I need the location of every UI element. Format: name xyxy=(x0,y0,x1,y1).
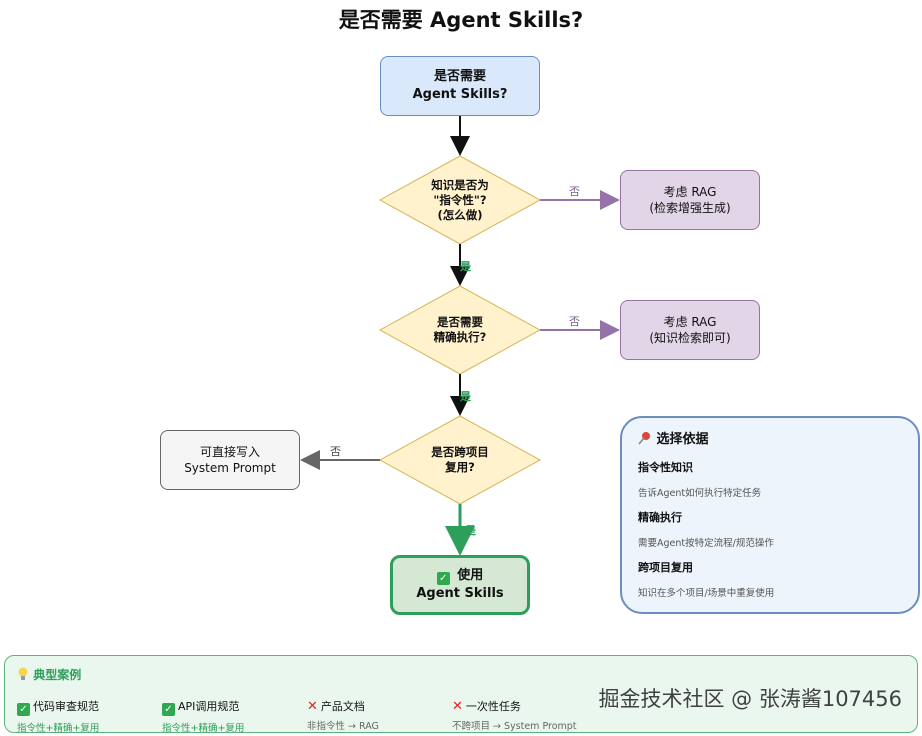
start-line1: 是否需要 xyxy=(433,69,486,84)
watermark: 掘金技术社区 @ 张涛酱107456 xyxy=(598,687,902,711)
decision-1-line3: (怎么做) xyxy=(437,207,483,222)
check-icon: ✓ xyxy=(162,703,175,716)
decision-3-line2: 复用? xyxy=(445,460,475,474)
start-node: 是否需要 Agent Skills? xyxy=(380,56,540,116)
check-icon: ✓ xyxy=(436,572,450,585)
rag-2-line1: 考虑 RAG xyxy=(663,315,717,329)
check-icon: ✓ xyxy=(17,703,30,716)
rag-node-2: 考虑 RAG (知识检索即可) xyxy=(620,300,760,360)
use-text: 使用 xyxy=(457,568,484,583)
typical-cases-title: 典型案例 xyxy=(17,666,81,683)
decision-1-label: 知识是否为 "指令性"? (怎么做) xyxy=(400,170,520,230)
pushpin-icon xyxy=(638,432,650,445)
case-label: 产品文档 xyxy=(320,700,365,713)
sys-line2: System Prompt xyxy=(184,461,276,475)
case-label: 代码审查规范 xyxy=(33,700,99,713)
use-line1: ✓ 使用 xyxy=(436,567,484,585)
cross-icon: ✕ xyxy=(307,699,318,714)
rag-node-1: 考虑 RAG (检索增强生成) xyxy=(620,170,760,230)
rag-1-line1: 考虑 RAG xyxy=(663,185,717,199)
case-sub: 指令性+精确+复用 xyxy=(17,723,100,734)
edge-label-yes-3: 是 xyxy=(465,524,476,537)
criteria-item-desc: 需要Agent按特定流程/规范操作 xyxy=(638,538,774,549)
decision-3-line1: 是否跨项目 xyxy=(431,445,489,459)
decision-2-label: 是否需要 精确执行? xyxy=(400,310,520,350)
rag-2-line2: (知识检索即可) xyxy=(649,331,731,345)
lightbulb-icon xyxy=(18,667,28,680)
system-prompt-node: 可直接写入 System Prompt xyxy=(160,430,300,490)
case-sub: 不跨项目 → System Prompt xyxy=(452,721,577,732)
edge-label-no-2: 否 xyxy=(569,315,580,328)
edge-label-no-1: 否 xyxy=(569,185,580,198)
case-label: API调用规范 xyxy=(178,700,240,713)
sys-line1: 可直接写入 xyxy=(199,445,260,459)
decision-3-label: 是否跨项目 复用? xyxy=(400,440,520,480)
criteria-item-title: 指令性知识 xyxy=(638,461,693,474)
criteria-item-title: 精确执行 xyxy=(638,511,682,524)
decision-1-line2: "指令性"? xyxy=(433,192,487,207)
criteria-item-desc: 知识在多个项目/场景中重复使用 xyxy=(638,588,775,599)
case-sub: 非指令性 → RAG xyxy=(307,721,379,732)
case-label: 一次性任务 xyxy=(465,700,521,713)
rag-1-line2: (检索增强生成) xyxy=(649,201,731,215)
criteria-item-title: 跨项目复用 xyxy=(638,561,693,574)
typical-cases-title-text: 典型案例 xyxy=(33,668,82,682)
decision-2-line2: 精确执行? xyxy=(433,330,487,344)
edge-label-yes-2: 是 xyxy=(460,390,471,403)
decision-1-line1: 知识是否为 xyxy=(431,177,489,192)
case-sub: 指令性+精确+复用 xyxy=(162,723,245,734)
criteria-item-desc: 告诉Agent如何执行特定任务 xyxy=(638,488,762,499)
case-item: ✕一次性任务 不跨项目 → System Prompt xyxy=(452,698,577,732)
edge-label-no-3: 否 xyxy=(330,445,341,458)
criteria-panel-title: 选择依据 xyxy=(638,428,902,447)
typical-cases-panel: 典型案例 ✓代码审查规范 指令性+精确+复用 ✓API调用规范 指令性+精确+复… xyxy=(4,655,918,734)
start-line2: Agent Skills? xyxy=(412,87,508,102)
case-item: ✓代码审查规范 指令性+精确+复用 xyxy=(17,698,99,734)
use-line2: Agent Skills xyxy=(416,586,504,601)
decision-2-line1: 是否需要 xyxy=(437,315,483,329)
criteria-title-text: 选择依据 xyxy=(656,432,709,447)
criteria-panel: 选择依据 指令性知识 告诉Agent如何执行特定任务 精确执行 需要Agent按… xyxy=(620,416,920,614)
edge-label-yes-1: 是 xyxy=(460,260,471,273)
page-title: 是否需要 Agent Skills? xyxy=(338,8,584,32)
case-item: ✓API调用规范 指令性+精确+复用 xyxy=(162,698,244,734)
case-item: ✕产品文档 非指令性 → RAG xyxy=(307,698,379,732)
cross-icon: ✕ xyxy=(452,699,463,714)
use-agent-skills-node: ✓ 使用 Agent Skills xyxy=(390,555,530,615)
